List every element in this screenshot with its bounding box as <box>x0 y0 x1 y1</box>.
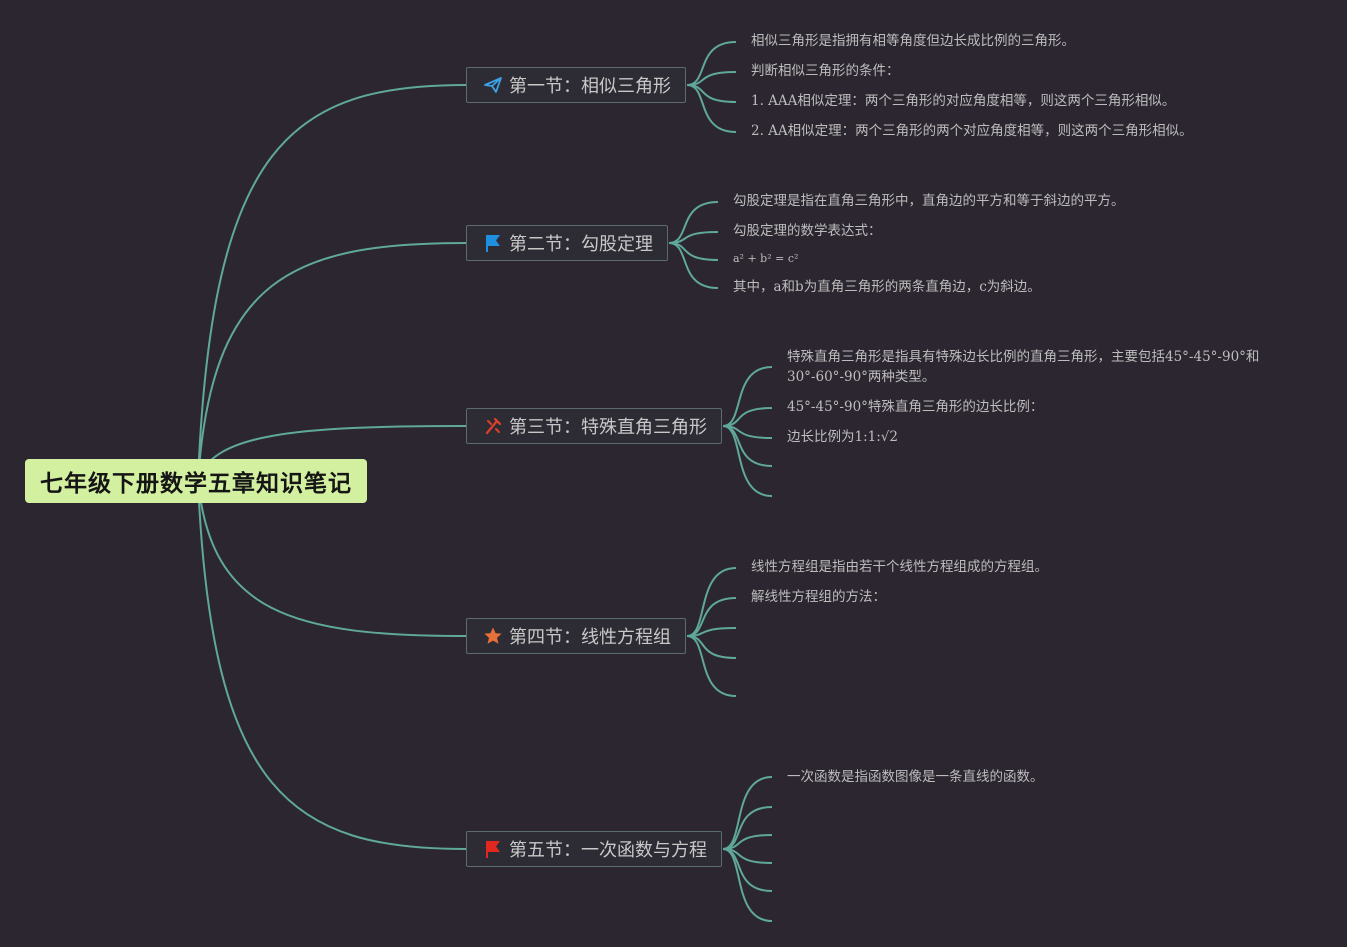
root-connector-4 <box>197 480 467 637</box>
section-5-note-1[interactable]: 一次函数是指函数图像是一条直线的函数。 <box>787 769 1044 785</box>
section-3-leaf-connector-1 <box>722 366 773 427</box>
section-1-title: 第一节：相似三角形 <box>509 76 671 97</box>
section-2-note-1[interactable]: 勾股定理是指在直角三角形中，直角边的平方和等于斜边的平方。 <box>733 193 1125 209</box>
section-4-note-2[interactable]: 解线性方程组的方法： <box>751 589 886 605</box>
root-connector-2 <box>197 242 467 482</box>
section-2-note-3[interactable]: a² + b² = c² <box>733 252 799 265</box>
root-connector-5 <box>197 480 467 850</box>
section-1-leaf-connector-4 <box>686 84 737 133</box>
section-3-note-2[interactable]: 45°-45°-90°特殊直角三角形的边长比例： <box>787 399 1044 415</box>
section-5-leaf-connector-1 <box>722 776 773 850</box>
star-icon <box>483 626 503 646</box>
section-1-topic[interactable]: 第一节：相似三角形 <box>466 67 686 103</box>
section-1-note-1[interactable]: 相似三角形是指拥有相等角度但边长成比例的三角形。 <box>751 33 1075 49</box>
section-5-leaf-connector-5 <box>722 848 773 892</box>
section-1-note-3[interactable]: 1. AAA相似定理：两个三角形的对应角度相等，则这两个三角形相似。 <box>751 93 1176 109</box>
root-title: 七年级下册数学五章知识笔记 <box>40 471 352 497</box>
section-2-title: 第二节：勾股定理 <box>509 234 653 255</box>
red-flag-icon <box>483 839 503 859</box>
root-topic[interactable]: 七年级下册数学五章知识笔记 <box>25 459 367 503</box>
section-3-leaf-connector-5 <box>722 425 773 497</box>
section-5-title: 第五节：一次函数与方程 <box>509 840 707 861</box>
section-3-leaf-connector-4 <box>722 425 773 467</box>
section-5-leaf-connector-2 <box>722 806 773 850</box>
section-2-topic[interactable]: 第二节：勾股定理 <box>466 225 668 261</box>
section-2-note-2[interactable]: 勾股定理的数学表达式： <box>733 223 882 239</box>
section-2-note-4[interactable]: 其中，a和b为直角三角形的两条直角边，c为斜边。 <box>733 279 1041 295</box>
section-5-topic[interactable]: 第五节：一次函数与方程 <box>466 831 722 867</box>
section-4-topic[interactable]: 第四节：线性方程组 <box>466 618 686 654</box>
section-1-leaf-connector-1 <box>686 41 737 86</box>
section-3-note-1[interactable]: 特殊直角三角形是指具有特殊边长比例的直角三角形，主要包括45°-45°-90°和… <box>787 349 1260 385</box>
section-1-note-4[interactable]: 2. AA相似定理：两个三角形的两个对应角度相等，则这两个三角形相似。 <box>751 123 1193 139</box>
blue-flag-icon <box>483 233 503 253</box>
section-4-leaf-connector-5 <box>686 635 737 697</box>
section-2-leaf-connector-1 <box>668 201 719 244</box>
section-5-leaf-connector-6 <box>722 848 773 922</box>
section-4-note-1[interactable]: 线性方程组是指由若干个线性方程组成的方程组。 <box>751 559 1048 575</box>
section-4-leaf-connector-1 <box>686 567 737 637</box>
tools-icon <box>483 416 503 436</box>
root-connector-1 <box>197 84 467 482</box>
section-2-leaf-connector-4 <box>668 242 719 289</box>
section-3-title: 第三节：特殊直角三角形 <box>509 417 707 438</box>
paper-plane-icon <box>483 75 503 95</box>
section-3-note-3[interactable]: 边长比例为1:1:√2 <box>787 429 898 445</box>
section-3-topic[interactable]: 第三节：特殊直角三角形 <box>466 408 722 444</box>
section-4-title: 第四节：线性方程组 <box>509 627 671 648</box>
section-1-note-2[interactable]: 判断相似三角形的条件： <box>751 63 900 79</box>
